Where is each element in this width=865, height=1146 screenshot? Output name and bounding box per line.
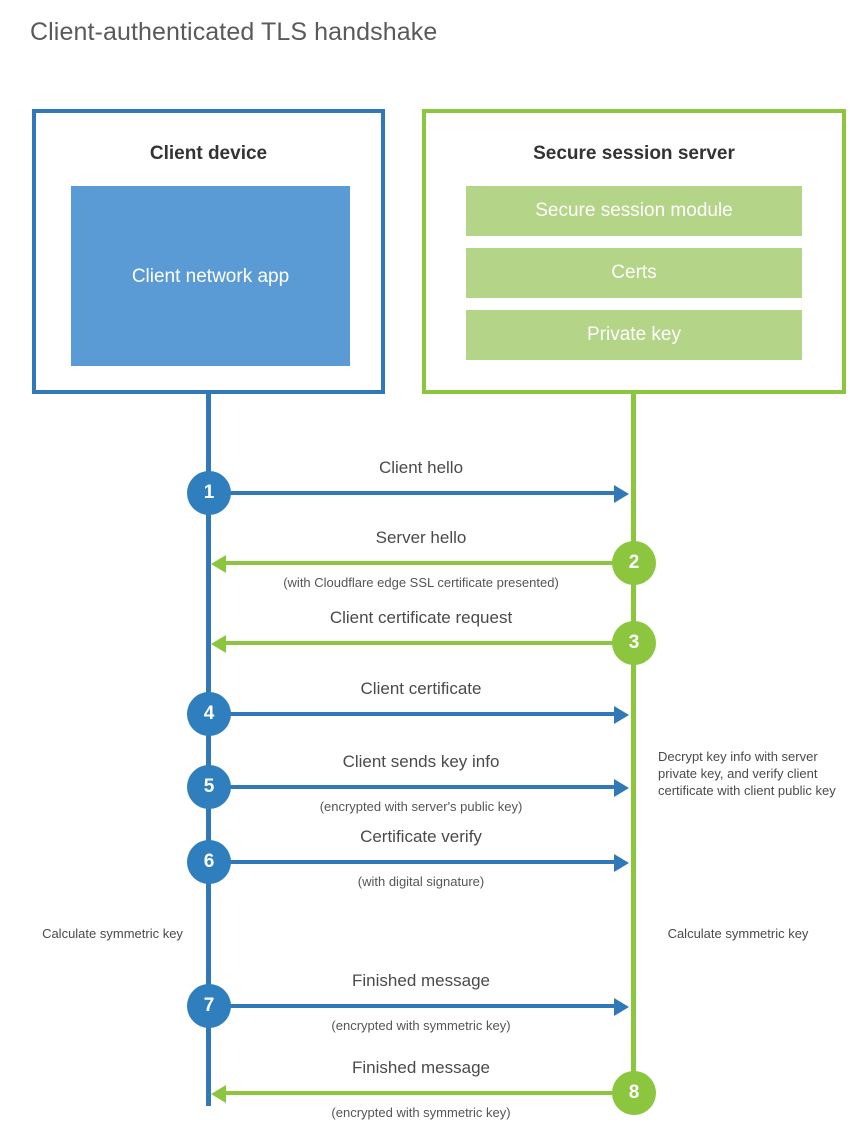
- annotation-server-decrypt: Decrypt key info with server private key…: [658, 749, 836, 798]
- secure-session-server-box: Secure session server Secure session mod…: [422, 109, 846, 394]
- message-shaft-7: [209, 1004, 614, 1008]
- message-label-3: Client certificate request: [329, 608, 513, 627]
- arrowhead-right-icon: [614, 485, 629, 503]
- message-shaft-6: [209, 860, 614, 864]
- message-shaft-3: [226, 641, 632, 645]
- step-circle-7: 7: [187, 984, 231, 1028]
- step-circle-2: 2: [612, 541, 656, 585]
- server-lifeline: [631, 393, 636, 1093]
- message-label-5: Client sends key info: [342, 752, 500, 771]
- message-label-4: Client certificate: [360, 679, 482, 698]
- server-component-secure-session-module: Secure session module: [466, 186, 802, 236]
- client-device-title: Client device: [149, 143, 268, 164]
- arrowhead-left-icon: [211, 635, 226, 653]
- message-label-6: Certificate verify: [360, 827, 482, 846]
- message-sub-2: (with Cloudflare edge SSL certificate pr…: [283, 575, 559, 590]
- client-device-box: Client device Client network app: [32, 109, 385, 394]
- client-lifeline: [206, 393, 211, 1106]
- message-sub-6: (with digital signature): [357, 874, 485, 889]
- step-circle-1: 1: [187, 471, 231, 515]
- message-sub-8: (encrypted with symmetric key): [331, 1105, 511, 1120]
- page-title: Client-authenticated TLS handshake: [30, 18, 438, 46]
- message-shaft-8: [226, 1091, 632, 1095]
- server-component-certs: Certs: [466, 248, 802, 298]
- annotation-server-calculate-symmetric-key: Calculate symmetric key: [667, 926, 809, 941]
- message-label-7: Finished message: [352, 971, 490, 990]
- server-component-private-key: Private key: [466, 310, 802, 360]
- arrowhead-right-icon: [614, 998, 629, 1016]
- message-sub-7: (encrypted with symmetric key): [331, 1018, 511, 1033]
- client-network-app-block: Client network app: [71, 186, 350, 366]
- message-label-8: Finished message: [352, 1058, 490, 1077]
- step-circle-6: 6: [187, 840, 231, 884]
- message-label-2: Server hello: [375, 528, 467, 547]
- arrowhead-right-icon: [614, 706, 629, 724]
- step-circle-3: 3: [612, 621, 656, 665]
- arrowhead-right-icon: [614, 854, 629, 872]
- arrowhead-right-icon: [614, 779, 629, 797]
- step-circle-5: 5: [187, 765, 231, 809]
- annotation-client-calculate-symmetric-key: Calculate symmetric key: [42, 926, 183, 941]
- message-label-1: Client hello: [378, 458, 464, 477]
- arrowhead-left-icon: [211, 555, 226, 573]
- secure-session-server-title: Secure session server: [533, 143, 735, 164]
- server-components-list: Secure session module Certs Private key: [466, 186, 802, 360]
- message-sub-5: (encrypted with server's public key): [319, 799, 523, 814]
- message-shaft-5: [209, 785, 614, 789]
- arrowhead-left-icon: [211, 1085, 226, 1103]
- step-circle-4: 4: [187, 692, 231, 736]
- step-circle-8: 8: [612, 1071, 656, 1115]
- message-shaft-2: [226, 561, 632, 565]
- message-shaft-4: [209, 712, 614, 716]
- message-shaft-1: [209, 491, 614, 495]
